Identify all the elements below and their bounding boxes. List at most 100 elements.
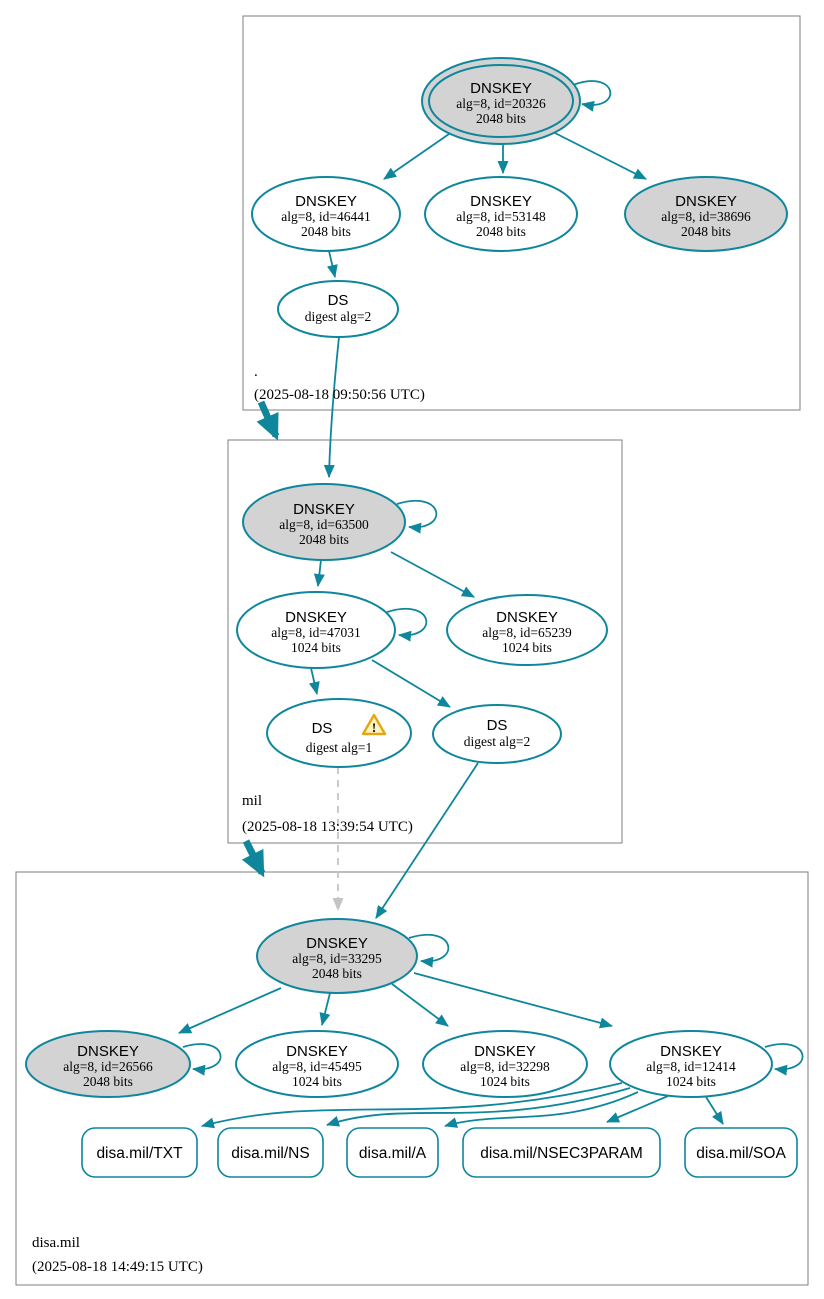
zone-label-disa-mil: disa.mil xyxy=(32,1235,80,1251)
dnskey-12414-ellipse xyxy=(609,1030,773,1098)
dnskey-63500-ellipse xyxy=(242,483,406,561)
edge-ksk63500-to-key65239 xyxy=(390,551,475,598)
edge-mil-ds2-to-disa-ksk xyxy=(375,762,479,919)
edge-ksk33295-to-key12414 xyxy=(413,972,613,1029)
edge-ksk33295-to-key45495 xyxy=(319,992,331,1026)
dnskey-47031-params: alg=8, id=47031 xyxy=(271,625,360,640)
zone-timestamp-mil: (2025-08-18 13:39:54 UTC) xyxy=(242,819,413,835)
dnskey-node-53148[interactable]: DNSKEY alg=8, id=53148 2048 bits xyxy=(424,176,578,252)
dnskey-53148-ellipse xyxy=(424,176,578,252)
self-loop-ksk33295 xyxy=(408,933,450,968)
dnskey-32298-bits: 1024 bits xyxy=(480,1074,530,1089)
ds-mil1-params: digest alg=1 xyxy=(306,740,372,755)
ds-root-params: digest alg=2 xyxy=(305,309,371,324)
dnskey-26566-bits: 2048 bits xyxy=(83,1074,133,1089)
dnskey-45495-bits: 1024 bits xyxy=(292,1074,342,1089)
dnskey-33295-bits: 2048 bits xyxy=(312,966,362,981)
dnskey-46441-ellipse xyxy=(251,176,401,252)
dnskey-47031-ellipse xyxy=(236,591,396,669)
dnskey-33295-ellipse xyxy=(256,918,418,994)
ds-mil2-type: DS xyxy=(487,717,508,734)
dnskey-20326-params: alg=8, id=20326 xyxy=(456,96,546,111)
dnskey-63500-params: alg=8, id=63500 xyxy=(279,517,369,532)
rrset-soa-box xyxy=(684,1127,798,1178)
zone-label-mil: mil xyxy=(242,793,262,809)
delegation-arrow-mil-to-disa-mil xyxy=(241,839,266,878)
dnskey-46441-params: alg=8, id=46441 xyxy=(281,209,370,224)
rrset-node-disa-mil-soa[interactable]: disa.mil/SOA xyxy=(684,1127,798,1178)
dnskey-38696-ellipse xyxy=(624,176,788,252)
rrset-soa-label: disa.mil/SOA xyxy=(696,1145,786,1162)
ds-root-ellipse xyxy=(277,280,399,338)
rrset-a-label: disa.mil/A xyxy=(359,1145,427,1162)
dnskey-65239-ellipse xyxy=(446,594,608,666)
rrset-txt-label: disa.mil/TXT xyxy=(96,1145,183,1162)
warning-triangle xyxy=(361,713,387,736)
ds-node-mil-digest2[interactable]: DS digest alg=2 xyxy=(432,704,562,764)
dnskey-63500-bits: 2048 bits xyxy=(299,532,349,547)
dnskey-53148-type: DNSKEY xyxy=(470,193,532,210)
ds-mil2-params: digest alg=2 xyxy=(464,734,530,749)
warning-icon[interactable]: ! xyxy=(361,713,387,736)
dnskey-node-63500[interactable]: DNSKEY alg=8, id=63500 2048 bits xyxy=(242,483,406,561)
dnskey-63500-type: DNSKEY xyxy=(293,501,355,518)
delegation-arrow-root-to-mil xyxy=(256,400,280,441)
edge-ksk20326-to-key38696 xyxy=(552,131,647,180)
zone-timestamp-disa-mil: (2025-08-18 14:49:15 UTC) xyxy=(32,1259,203,1275)
edge-zsk47031-to-ds2 xyxy=(371,659,451,708)
dnskey-26566-type: DNSKEY xyxy=(77,1043,139,1060)
rrset-nsec3param-label: disa.mil/NSEC3PARAM xyxy=(480,1145,643,1162)
dnskey-32298-type: DNSKEY xyxy=(474,1043,536,1060)
dnskey-33295-type: DNSKEY xyxy=(306,935,368,952)
dnskey-20326-bits: 2048 bits xyxy=(476,111,526,126)
dnskey-46441-type: DNSKEY xyxy=(295,193,357,210)
self-loop-zsk47031 xyxy=(386,607,428,642)
dnskey-47031-type: DNSKEY xyxy=(285,609,347,626)
edge-key12414-to-rrset-nsec3param xyxy=(606,1095,669,1123)
dnskey-32298-ellipse xyxy=(422,1030,588,1098)
dnskey-65239-bits: 1024 bits xyxy=(502,640,552,655)
dnskey-node-32298[interactable]: DNSKEY alg=8, id=32298 1024 bits xyxy=(422,1030,588,1098)
dnskey-node-12414[interactable]: DNSKEY alg=8, id=12414 1024 bits xyxy=(609,1030,773,1098)
rrset-nsec3param-box xyxy=(462,1127,661,1178)
dnskey-node-46441[interactable]: DNSKEY alg=8, id=46441 2048 bits xyxy=(251,176,401,252)
dnskey-node-33295[interactable]: DNSKEY alg=8, id=33295 2048 bits xyxy=(256,918,418,994)
dnskey-20326-inner-ring xyxy=(428,64,574,138)
ds-node-root[interactable]: DS digest alg=2 xyxy=(277,280,399,338)
rrset-ns-label: disa.mil/NS xyxy=(231,1145,309,1162)
self-loop-ksk20326 xyxy=(572,80,612,112)
dnskey-47031-bits: 1024 bits xyxy=(291,640,341,655)
dnskey-node-38696[interactable]: DNSKEY alg=8, id=38696 2048 bits xyxy=(624,176,788,252)
dnskey-32298-params: alg=8, id=32298 xyxy=(460,1059,550,1074)
self-loop-ksk63500 xyxy=(396,499,438,534)
dnskey-33295-params: alg=8, id=33295 xyxy=(292,951,382,966)
dnskey-node-20326-trust-anchor[interactable]: DNSKEY alg=8, id=20326 2048 bits xyxy=(421,57,581,145)
rrset-node-disa-mil-nsec3param[interactable]: disa.mil/NSEC3PARAM xyxy=(462,1127,661,1178)
dnskey-65239-type: DNSKEY xyxy=(496,609,558,626)
rrset-a-box xyxy=(346,1127,439,1178)
edge-ksk33295-to-key26566 xyxy=(178,987,282,1034)
rrset-node-disa-mil-a[interactable]: disa.mil/A xyxy=(346,1127,439,1178)
dnskey-node-47031[interactable]: DNSKEY alg=8, id=47031 1024 bits xyxy=(236,591,396,669)
rrset-node-disa-mil-txt[interactable]: disa.mil/TXT xyxy=(81,1127,198,1178)
rrset-ns-box xyxy=(217,1127,324,1178)
edge-key12414-to-rrset-a xyxy=(444,1091,639,1128)
dnskey-53148-params: alg=8, id=53148 xyxy=(456,209,546,224)
dnskey-38696-bits: 2048 bits xyxy=(681,224,731,239)
self-loop-key12414 xyxy=(764,1043,804,1076)
dnskey-26566-ellipse xyxy=(25,1030,191,1098)
edge-ksk63500-to-zsk47031 xyxy=(313,559,325,587)
dnskey-12414-bits: 1024 bits xyxy=(666,1074,716,1089)
dnskey-node-26566[interactable]: DNSKEY alg=8, id=26566 2048 bits xyxy=(25,1030,191,1098)
dnskey-node-45495[interactable]: DNSKEY alg=8, id=45495 1024 bits xyxy=(235,1030,399,1098)
dnskey-node-65239[interactable]: DNSKEY alg=8, id=65239 1024 bits xyxy=(446,594,608,666)
edge-key12414-to-rrset-soa xyxy=(705,1096,724,1125)
dnskey-45495-ellipse xyxy=(235,1030,399,1098)
ds-mil1-type: DS xyxy=(312,720,333,737)
ds-node-mil-digest1[interactable]: DS ! digest alg=1 xyxy=(266,698,412,768)
edge-key12414-to-rrset-ns xyxy=(326,1087,631,1127)
dnskey-53148-bits: 2048 bits xyxy=(476,224,526,239)
edge-ksk33295-to-key32298 xyxy=(391,983,449,1027)
rrset-node-disa-mil-ns[interactable]: disa.mil/NS xyxy=(217,1127,324,1178)
